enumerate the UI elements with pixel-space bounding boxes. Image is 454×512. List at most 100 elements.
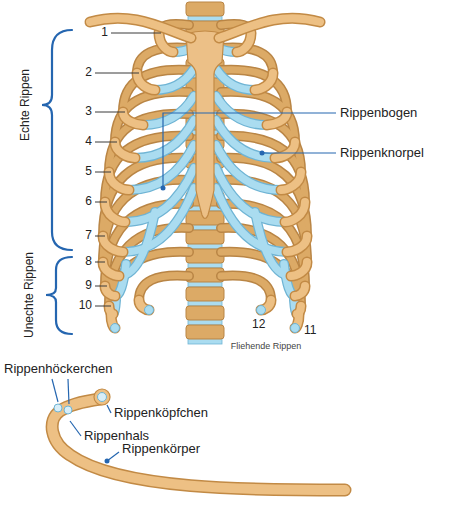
rib	[285, 202, 305, 222]
vertebra	[186, 2, 224, 16]
leader-line	[70, 421, 81, 436]
rib	[275, 142, 295, 158]
rib-back-outline	[221, 252, 299, 314]
cartilage	[216, 96, 267, 125]
group-label: Echte Rippen	[19, 69, 33, 141]
rib-outline	[255, 73, 273, 90]
leader-line	[95, 236, 105, 237]
leader-line	[95, 73, 139, 74]
tubercle-facet	[64, 406, 72, 414]
rib-back	[111, 252, 189, 314]
rib-head	[94, 389, 110, 405]
cartilage	[155, 70, 193, 90]
callout-number: 12	[252, 318, 265, 332]
floating-rib-tip	[257, 306, 266, 315]
rib	[123, 112, 143, 125]
rib-back	[221, 276, 271, 301]
rib-outline	[109, 172, 129, 190]
rib-outline	[281, 172, 301, 190]
part-label: Rippenköpfchen	[114, 406, 208, 421]
cartilage-outline	[143, 96, 194, 125]
rib-outline	[123, 112, 143, 125]
rib-outline	[137, 73, 155, 90]
callout-number: 10	[79, 299, 92, 313]
cartilage-outline	[217, 70, 255, 90]
part-label: Rippenhöckerchen	[4, 362, 112, 377]
leader-line	[107, 405, 111, 413]
rib	[291, 262, 307, 276]
single-rib	[52, 399, 345, 490]
leader-line	[111, 33, 161, 34]
leader-line	[95, 262, 105, 263]
rib-outline	[105, 286, 115, 296]
cartilage	[123, 188, 194, 252]
leader-line	[95, 112, 125, 113]
leader-dot	[260, 151, 265, 156]
callout-number: 1	[101, 26, 108, 40]
rib	[115, 142, 135, 158]
clavicle	[219, 18, 320, 38]
rib	[295, 286, 305, 296]
rib	[105, 286, 115, 296]
rib-head-facet	[98, 393, 107, 402]
clavicles	[90, 18, 320, 38]
callout-number: 3	[85, 105, 92, 119]
rib-outline	[285, 202, 305, 222]
single-rib-outline	[52, 399, 345, 490]
rib-outline	[267, 112, 287, 125]
vertebra	[186, 306, 224, 320]
group-label: Unechte Rippen	[23, 252, 37, 338]
rib-outline	[105, 202, 125, 222]
leader-line	[68, 379, 69, 404]
rib-outline	[291, 262, 307, 276]
callout-number: 5	[85, 165, 92, 179]
group-bracket	[42, 30, 72, 250]
clavicle-outline	[219, 18, 320, 38]
rib	[267, 112, 287, 125]
callout-number: 6	[85, 195, 92, 209]
cartilage	[216, 188, 287, 252]
cartilage-outline	[216, 96, 267, 125]
leader-line	[95, 306, 111, 307]
rib-back	[139, 276, 189, 301]
leader-dot	[105, 459, 110, 464]
rib	[103, 236, 123, 252]
rib-back-outline	[221, 276, 271, 301]
leader-line	[95, 172, 111, 173]
floating-rib-tip	[145, 306, 154, 315]
rib	[137, 73, 155, 90]
rib	[109, 172, 129, 190]
callout-number: 7	[85, 229, 92, 243]
leader-line	[95, 202, 107, 203]
leader-line	[163, 113, 336, 188]
rib-back	[221, 252, 299, 314]
rib-back-outline	[111, 252, 189, 314]
rib-outline	[295, 286, 305, 296]
rib-outline	[103, 262, 119, 276]
tubercle-facet	[54, 404, 62, 412]
leader-line	[52, 379, 58, 402]
callout-number: 8	[85, 255, 92, 269]
leader-line	[262, 152, 336, 153]
part-label: Rippenknorpel	[340, 146, 424, 161]
sternum	[186, 31, 224, 219]
callout-number: 2	[85, 66, 92, 80]
leader-dot	[161, 186, 166, 191]
leader-line	[95, 142, 117, 143]
rib	[255, 73, 273, 90]
rib-outline	[115, 142, 135, 158]
cartilage	[143, 96, 194, 125]
part-label: Rippenbogen	[340, 106, 417, 121]
callout-number: 9	[85, 279, 92, 293]
vertebra	[186, 287, 224, 301]
cartilage	[217, 70, 255, 90]
callout-number: 11	[304, 324, 316, 338]
rib	[103, 262, 119, 276]
note-label: Fliehende Rippen	[231, 341, 302, 351]
floating-rib-tip	[111, 324, 120, 333]
part-label: Rippenkörper	[122, 442, 200, 457]
leader-line	[95, 286, 107, 287]
